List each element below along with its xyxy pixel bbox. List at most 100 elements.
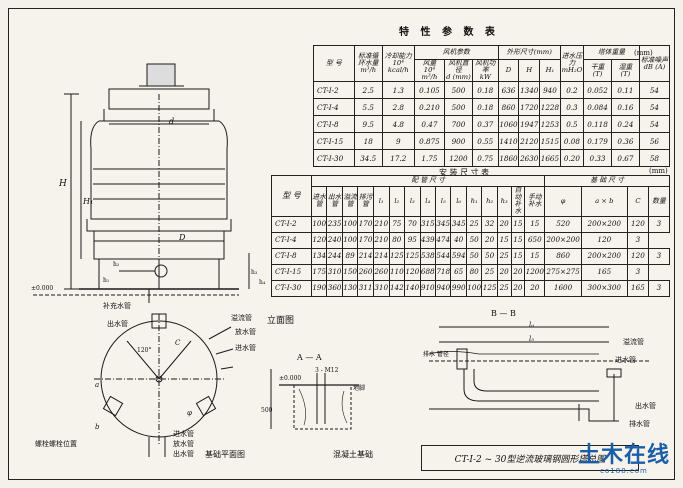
table-cell: 15 xyxy=(510,247,526,265)
table-cell: 0.11 xyxy=(610,81,640,100)
table-cell: 1947 xyxy=(518,115,541,134)
col-dry-weight-unit: (T) xyxy=(592,69,603,78)
table-cell: 0.37 xyxy=(471,115,499,134)
table-cell: 1200 xyxy=(524,263,546,281)
col-h1: H₁ xyxy=(539,58,561,83)
label-makeup-pipe: 补充水管 xyxy=(103,302,131,310)
table-cell: 214 xyxy=(372,247,390,265)
label-outlet-pipe-plan: 出水管 xyxy=(173,450,194,458)
table-cell: 15 xyxy=(524,247,546,265)
col-axb: a × b xyxy=(580,186,628,217)
table-cell: 244 xyxy=(326,247,343,265)
col-model-2: 型 号 xyxy=(271,175,312,217)
pipe-table-title: 安 装 尺 寸 表 xyxy=(439,168,490,177)
table-cell: 0.75 xyxy=(471,149,499,168)
col-motor-power-unit: kW xyxy=(479,73,491,82)
table-cell: 0.67 xyxy=(610,149,640,168)
label-inlet-pipe-2: 进水管 xyxy=(615,356,636,364)
table-cell: 538 xyxy=(419,247,436,265)
table-cell: 594 xyxy=(450,247,467,265)
table-cell: 170 xyxy=(357,215,374,233)
table-cell: 4.8 xyxy=(381,115,415,134)
table-cell: 18 xyxy=(353,132,383,151)
label-c: C xyxy=(175,339,181,347)
label-d: d xyxy=(169,117,175,126)
label-drain-pipe: 放水管 xyxy=(235,328,256,336)
col-l1: l₁ xyxy=(372,186,390,217)
row-model-cell: CT-I-4 xyxy=(313,98,355,117)
table-cell: 700 xyxy=(443,115,473,134)
table-cell: 50 xyxy=(481,247,498,265)
table-cell: 0.20 xyxy=(559,149,585,168)
table-cell: 345 xyxy=(434,215,452,233)
label-section-bb: B — B xyxy=(491,309,516,318)
col-manual-makeup: 手动补水 xyxy=(524,186,546,217)
table-cell: 0.084 xyxy=(583,98,612,117)
table-cell: 0.18 xyxy=(471,98,499,117)
table-cell: 360 xyxy=(326,279,343,297)
table-cell: 125 xyxy=(481,279,498,297)
label-h3: h₃ xyxy=(251,269,258,276)
table-cell: 25 xyxy=(481,263,498,281)
label-overflow-pipe-2: 溢流管 xyxy=(623,338,644,346)
col-fan-diameter-unit: d (mm) xyxy=(446,73,471,82)
table-cell: 2630 xyxy=(518,149,541,168)
col-weight: 塔体重量 xyxy=(583,45,640,60)
table-cell: 32 xyxy=(481,215,498,233)
table-cell: 718 xyxy=(434,263,452,281)
watermark-sub: co188.com xyxy=(600,467,648,475)
table-cell: 125 xyxy=(404,247,421,265)
col-overflow: 溢流管 xyxy=(341,186,359,217)
table-cell: 17.2 xyxy=(381,149,415,168)
table-cell: 0.47 xyxy=(413,115,445,134)
table-cell: 1228 xyxy=(539,98,561,117)
col-h3: h₃ xyxy=(496,186,512,217)
table-cell: 170 xyxy=(357,231,374,249)
table-cell: 5.5 xyxy=(353,98,383,117)
table-cell: 0.16 xyxy=(610,98,640,117)
table-cell: 175 xyxy=(310,263,328,281)
col-auto-makeup: 自动补水 xyxy=(510,186,526,217)
section-aa xyxy=(270,369,359,430)
col-fan-diameter: 风机直径 xyxy=(448,59,469,75)
label-ground-level: ±0.000 xyxy=(31,285,54,292)
table-cell: 54 xyxy=(638,115,671,134)
row-model-cell: CT-I-8 xyxy=(313,115,355,134)
table-cell: 125 xyxy=(388,247,406,265)
table-cell: 2.5 xyxy=(353,81,383,100)
label-angle: 120° xyxy=(137,347,152,354)
table-cell: 15 xyxy=(496,231,512,249)
col-model: 型 号 xyxy=(313,44,355,83)
drawing-title-box: CT-I-2 ~ 30型逆流玻璃钢圆形塔总图 xyxy=(421,445,639,471)
col-drain: 排污管 xyxy=(357,186,374,217)
label-outlet-pipe-2: 出水管 xyxy=(635,402,656,410)
col-air-volume-unit: 10⁴ m³/h xyxy=(421,66,438,82)
table-cell: 0.24 xyxy=(610,115,640,134)
table-cell: 0.2 xyxy=(559,81,585,100)
table-cell: 2.8 xyxy=(381,98,415,117)
col-nominal-flow-unit: m³/h xyxy=(360,66,377,75)
label-phi: φ xyxy=(187,409,192,417)
col-c: C xyxy=(626,186,649,217)
label-overflow-pipe: 溢流管 xyxy=(231,314,252,322)
col-motor-power: 风机功率 xyxy=(475,59,496,75)
table-cell: 50 xyxy=(465,231,483,249)
table-cell: 134 xyxy=(310,247,328,265)
table-cell: 20 xyxy=(481,231,498,249)
table-cell: 200×200 xyxy=(580,215,628,233)
table-cell: 150 xyxy=(341,263,359,281)
label-a: a xyxy=(95,381,100,389)
table-cell: 20 xyxy=(510,263,526,281)
table-cell: 910 xyxy=(419,279,436,297)
table-cell: 1200 xyxy=(443,149,473,168)
table-cell: 1253 xyxy=(539,115,561,134)
label-inlet-pipe-plan: 进水管 xyxy=(173,430,194,438)
label-elevation-view: 立面图 xyxy=(267,316,295,326)
col-cooling-capacity-unit: 10⁴ kcal/h xyxy=(387,59,409,75)
table-cell: 650 xyxy=(524,231,546,249)
